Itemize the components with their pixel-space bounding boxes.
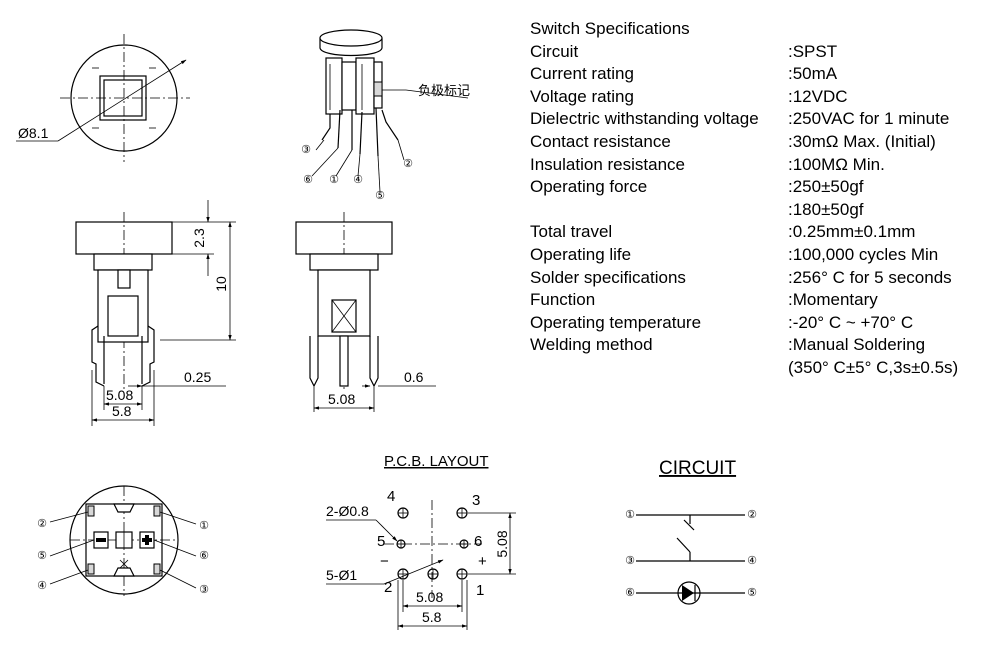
circuit-pin-label: ① [625,509,635,521]
iso-pin-label: ⑥ [303,174,313,186]
spec-row: :180±50gf [530,199,958,222]
spec-row: Total travel :0.25mm±0.1mm [530,221,958,244]
pcb-pin-label: 4 [387,488,395,505]
circuit-pin-label: ⑤ [747,587,757,599]
spec-row: Operating force :250±50gf [530,176,958,199]
spec-label: Welding method [530,335,653,355]
spec-row: Contact resistance :30mΩ Max. (Initial) [530,131,958,154]
spec-value: :250VAC for 1 minute [788,109,950,129]
spec-row: Operating temperature :-20° C ~ +70° C [530,312,958,335]
bottom-view: ② ① ⑤ ⑥ ④ ③ [37,485,209,596]
spec-value: :100,000 cycles Min [788,244,939,264]
circuit-diagram: CIRCUIT ① ② ③ ④ ⑥ ⑤ [625,458,757,605]
spec-label: Insulation resistance [530,154,685,174]
spec-value: (350° C±5° C,3s±0.5s) [788,357,959,377]
pcb-small-hole-label: 2-Ø0.8 [326,503,369,519]
isometric-view: 负极标记 ③ ⑥ ① ④ ⑤ ② [301,29,470,202]
spec-row: Insulation resistance :100MΩ Min. [530,154,958,177]
spec-label: Function [530,290,596,310]
pcb-minus-sign: − [380,553,389,570]
side-dim-pin-width: 0.6 [404,369,424,385]
spec-label: Voltage rating [530,86,634,106]
spec-label: Operating temperature [530,312,702,332]
pcb-plus-sign: + [478,553,487,570]
spec-label: Contact resistance [530,131,671,151]
spec-value: :180±50gf [788,199,864,219]
pcb-layout: P.C.B. LAYOUT 4 3 5 6 2 1 − + 2-Ø0.8 5-Ø… [326,453,516,630]
spec-value: :12VDC [788,86,848,106]
bottom-pin-label: ③ [199,584,209,596]
side-view: 0.6 5.08 [295,212,436,412]
spec-label: Solder specifications [530,267,686,287]
spec-value: :SPST [788,41,838,61]
spec-row: Function :Momentary [530,289,958,312]
pcb-vertical-pitch: 5.08 [494,530,510,557]
circuit-pin-label: ④ [747,555,757,567]
iso-pin-label: ③ [301,144,311,156]
spec-row: Current rating :50mA [530,63,958,86]
spec-label: Operating life [530,244,632,264]
top-view: Ø8.1 [16,34,190,162]
dim-cap-height: 2.3 [191,228,207,248]
bottom-pin-label: ⑥ [199,550,209,562]
dim-total-height: 10 [213,276,229,292]
spec-label: Operating force [530,177,648,197]
spec-value: :0.25mm±0.1mm [788,222,916,242]
iso-pin-label: ① [329,174,339,186]
iso-pin-label: ② [403,158,413,170]
dim-pin-width: 0.25 [184,369,211,385]
pcb-large-hole-label: 5-Ø1 [326,567,357,583]
spec-value: :-20° C ~ +70° C [788,312,914,332]
circuit-pin-label: ⑥ [625,587,635,599]
specifications-title: Switch Specifications [530,19,690,38]
spec-value: :50mA [788,64,838,84]
spec-value: :30mΩ Max. (Initial) [788,131,936,151]
diameter-label: Ø8.1 [18,125,49,141]
pcb-pin-label: 1 [476,582,484,599]
pcb-pin-label: 3 [472,492,480,509]
pcb-pitch: 5.08 [416,589,443,605]
spec-row: Operating life :100,000 cycles Min [530,244,958,267]
dim-body-width: 5.8 [112,403,132,419]
spec-value: :Momentary [788,290,878,310]
pcb-layout-title: P.C.B. LAYOUT [384,453,488,470]
spec-row: Solder specifications :256° C for 5 secon… [530,267,958,290]
pcb-width: 5.8 [422,609,442,625]
spec-row: Welding method :Manual Soldering [530,334,958,357]
bottom-pin-label: ① [199,520,209,532]
circuit-title: CIRCUIT [659,458,736,479]
circuit-pin-label: ③ [625,555,635,567]
pcb-pin-label: 6 [474,533,482,550]
spec-value: :Manual Soldering [788,335,926,355]
pcb-pin-label: 2 [384,579,392,596]
spec-value: :100MΩ Min. [788,154,885,174]
pcb-pin-label: 5 [377,533,385,550]
side-dim-pitch: 5.08 [328,391,355,407]
spec-row: Dielectric withstanding voltage :250VAC f… [530,108,958,131]
spec-label: Circuit [530,41,579,61]
polarity-marker-label: 负极标记 [418,83,470,98]
spec-row: Voltage rating :12VDC [530,86,958,109]
spec-row: (350° C±5° C,3s±0.5s) [530,357,958,380]
bottom-pin-label: ⑤ [37,550,47,562]
spec-label: Total travel [530,222,613,242]
iso-pin-label: ⑤ [375,190,385,202]
circuit-pin-label: ② [747,509,757,521]
spec-row: Circuit :SPST [530,41,958,64]
spec-value: :256° C for 5 seconds [788,267,952,287]
spec-value: :250±50gf [788,177,864,197]
dim-pitch: 5.08 [106,387,133,403]
bottom-pin-label: ④ [37,580,47,592]
iso-pin-label: ④ [353,174,363,186]
front-view: 2.3 10 0.25 5.08 5.8 [75,200,236,426]
spec-label: Current rating [530,64,634,84]
bottom-pin-label: ② [37,518,47,530]
spec-label: Dielectric withstanding voltage [530,109,759,129]
